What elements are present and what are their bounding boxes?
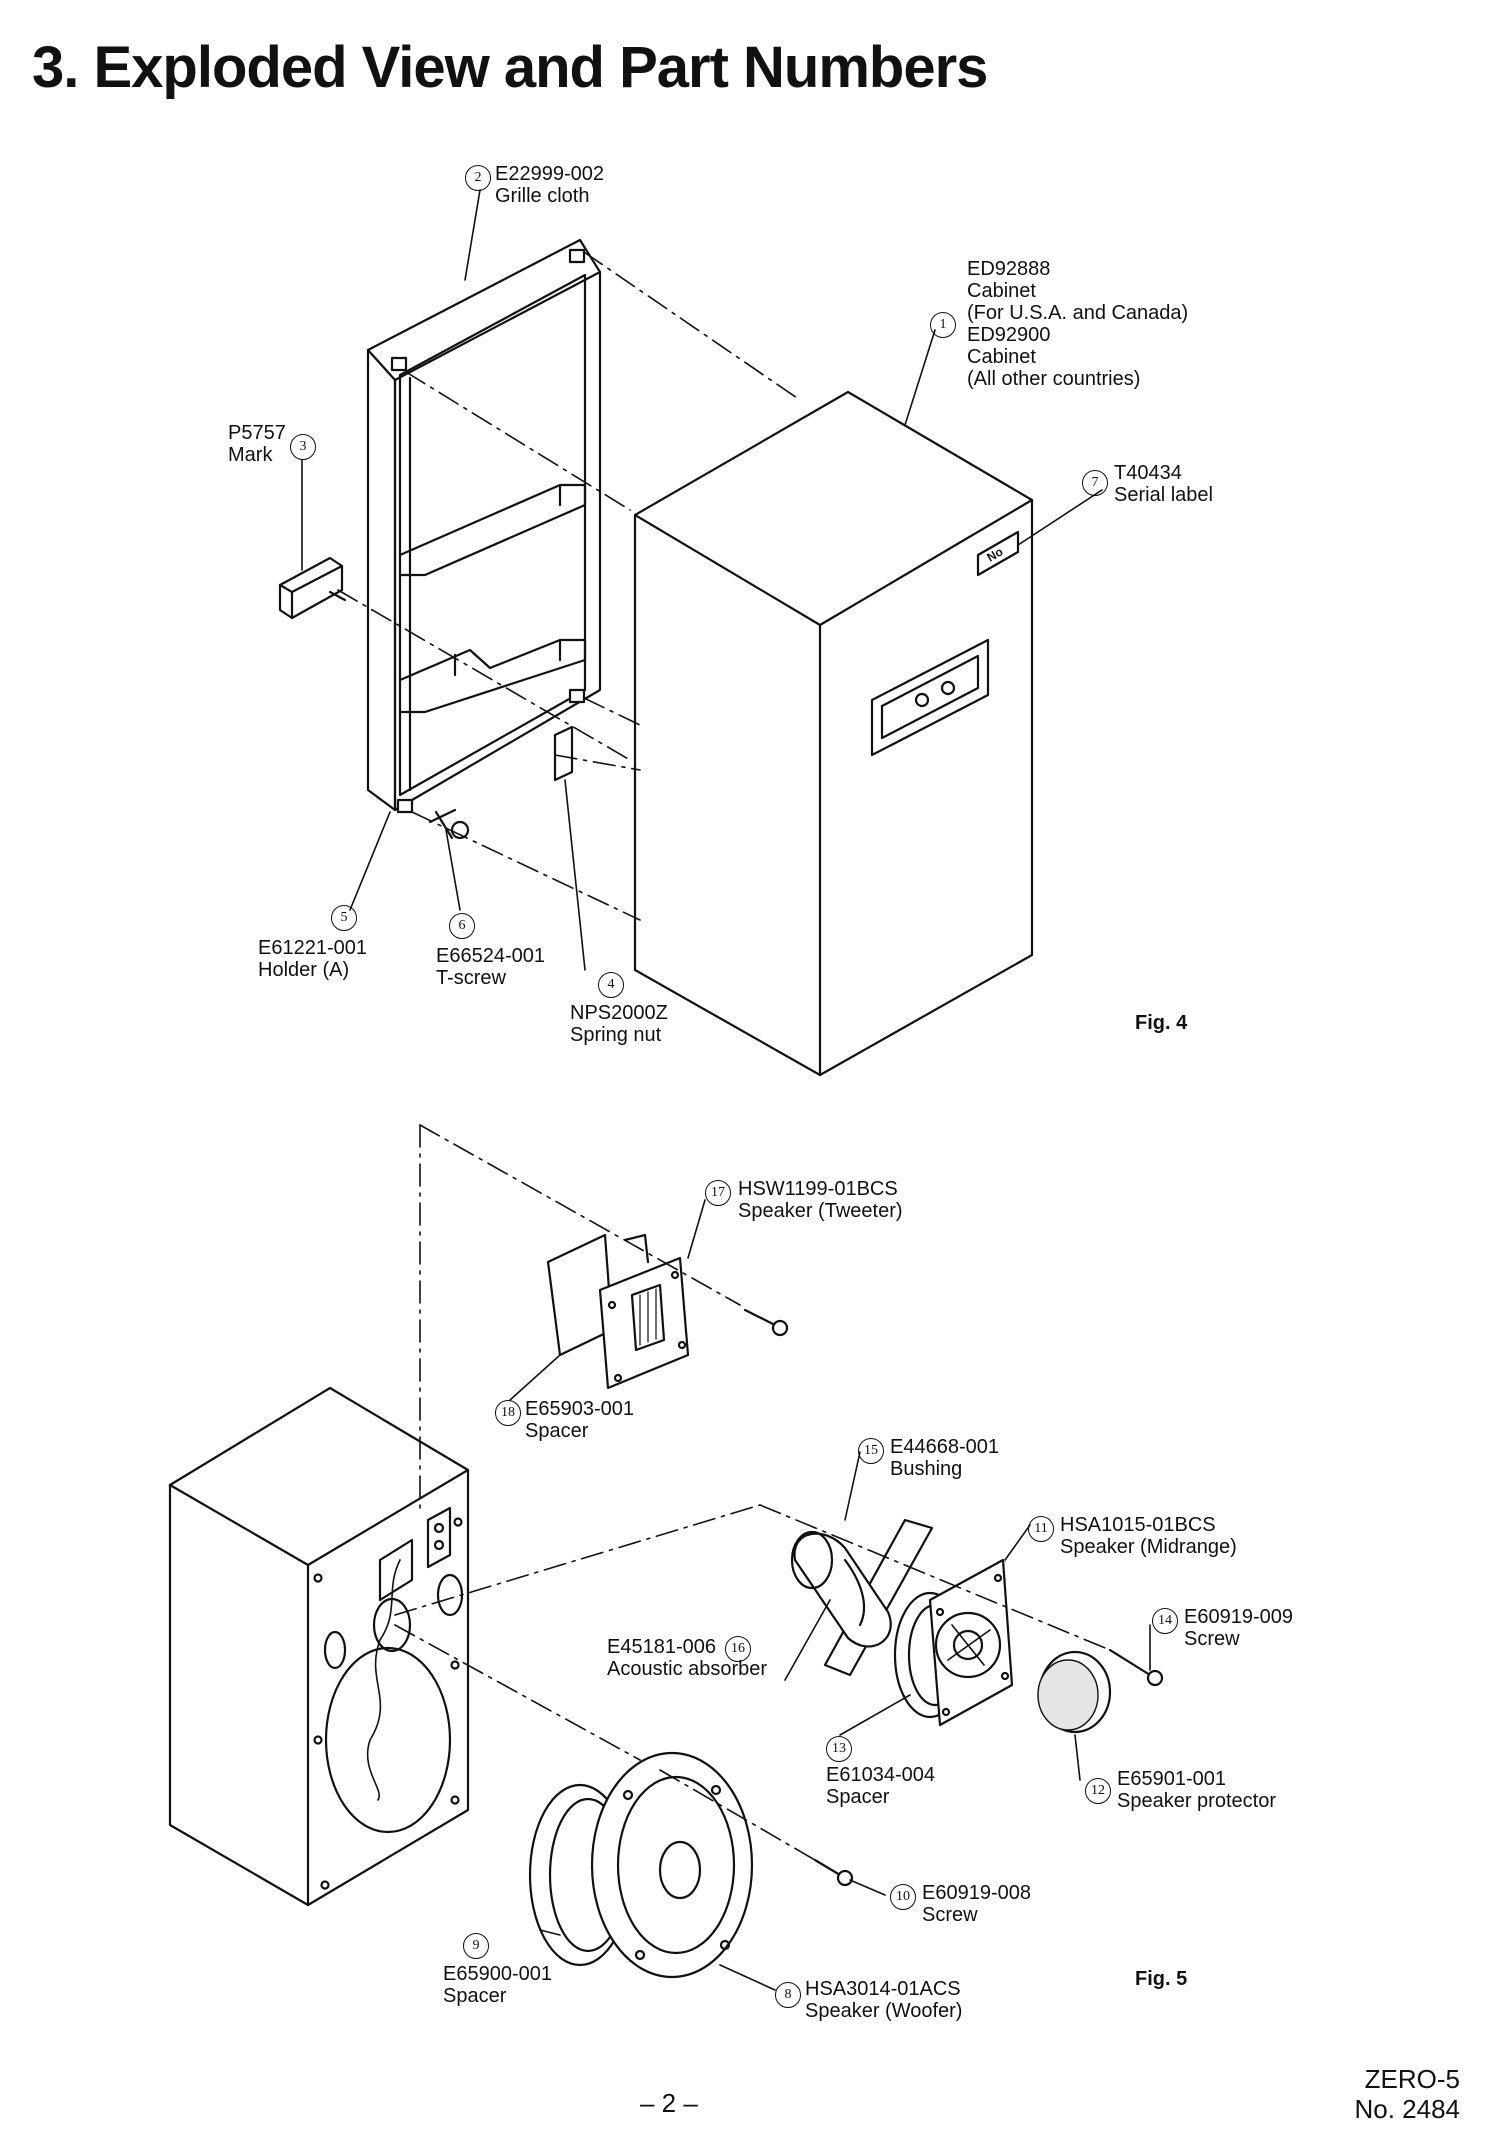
tweeter-assembly	[546, 1233, 690, 1390]
page-number: – 2 –	[640, 2088, 698, 2118]
grille-frame	[366, 238, 602, 814]
page-title: 3. Exploded View and Part Numbers	[32, 35, 988, 100]
speaker-protector	[1037, 1650, 1112, 1734]
document-number: No. 2484	[1354, 2094, 1460, 2124]
woofer-screw	[813, 1858, 854, 1887]
midrange-screw	[1108, 1648, 1164, 1687]
t-screw-part	[428, 808, 470, 840]
serial-label-mark: No	[985, 544, 1006, 564]
cabinet-fig5	[168, 1386, 470, 1907]
leader-lines-fig5	[509, 1199, 1151, 1991]
spring-nut-part	[553, 725, 574, 782]
woofer-assembly	[528, 1751, 754, 1979]
tweeter-screw	[743, 1308, 789, 1337]
mark-part	[278, 556, 347, 620]
model-info: ZERO-5 No. 2484	[1354, 2064, 1460, 2124]
model-name: ZERO-5	[1364, 2064, 1460, 2094]
assembly-lines-fig4	[337, 251, 801, 921]
cabinet-fig4	[633, 390, 1034, 1077]
assembly-lines-fig5	[394, 1124, 1111, 1861]
figure-4-label: Fig. 4	[1135, 1012, 1188, 1034]
leader-lines-fig4	[301, 189, 1103, 971]
midrange-assembly	[790, 1518, 1014, 1727]
figure-5-label: Fig. 5	[1135, 1968, 1188, 1990]
